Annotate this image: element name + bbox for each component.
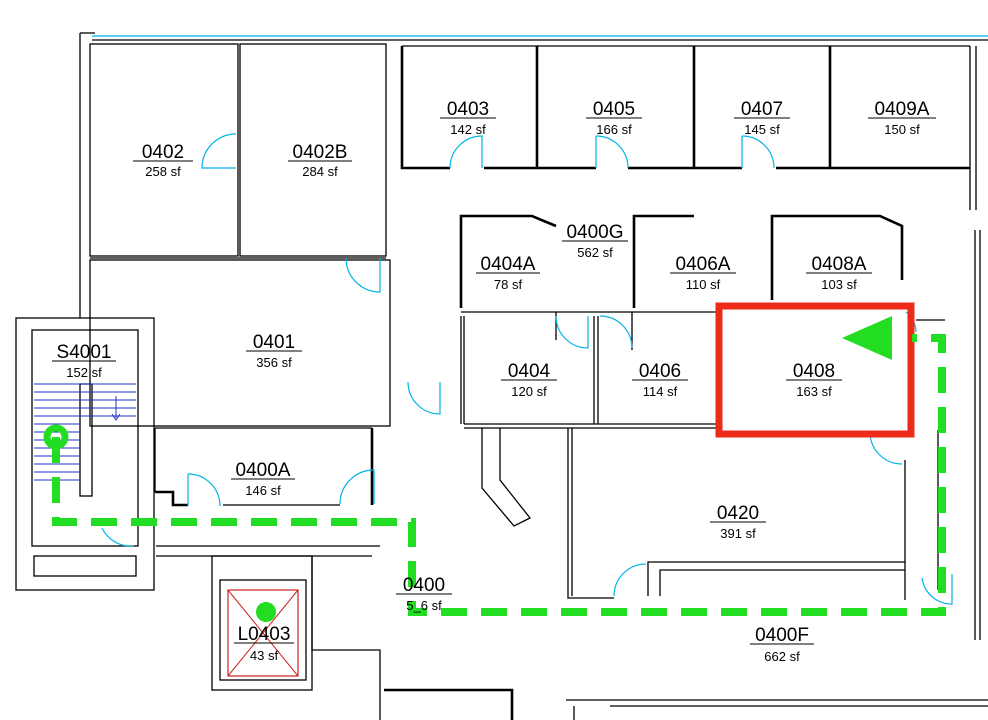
svg-text:78 sf: 78 sf [494, 277, 523, 292]
svg-text:146 sf: 146 sf [245, 483, 281, 498]
route-elevator-marker [256, 602, 276, 622]
middle-office-walls [459, 214, 904, 429]
svg-text:0408: 0408 [793, 361, 835, 382]
route-arrow-icon [842, 316, 892, 360]
corridor-walls [481, 230, 981, 640]
room-label-0403: 0403 142 sf [440, 99, 496, 137]
svg-text:284 sf: 284 sf [302, 164, 338, 179]
svg-text:152 sf: 152 sf [66, 365, 102, 380]
svg-text:0403: 0403 [447, 99, 489, 120]
svg-text:0400: 0400 [403, 575, 445, 596]
svg-text:163 sf: 163 sf [796, 384, 832, 399]
room-label-0406: 0406 114 sf [632, 361, 688, 399]
stair-s4001 [15, 317, 155, 591]
svg-text:0406: 0406 [639, 361, 681, 382]
route-path [43, 316, 946, 622]
svg-text:103 sf: 103 sf [821, 277, 857, 292]
svg-text:258 sf: 258 sf [145, 164, 181, 179]
room-label-0405: 0405 166 sf [586, 99, 642, 137]
room-label-0404: 0404 120 sf [501, 361, 557, 399]
svg-text:0401: 0401 [253, 332, 295, 353]
svg-text:5_6 sf: 5_6 sf [406, 598, 442, 613]
room-label-0402: 0402 258 sf [133, 142, 193, 179]
route-start-marker [43, 424, 69, 450]
svg-text:110 sf: 110 sf [686, 277, 721, 292]
building-walls [79, 32, 988, 507]
svg-text:145 sf: 145 sf [744, 122, 780, 137]
svg-text:0400A: 0400A [236, 460, 291, 481]
svg-text:662 sf: 662 sf [764, 649, 800, 664]
room-label-0401: 0401 356 sf [246, 332, 302, 370]
room-labels: 0402 258 sf 0402B 284 sf 0403 142 sf 040… [52, 99, 936, 664]
svg-text:0400F: 0400F [755, 625, 809, 646]
svg-text:0402B: 0402B [293, 142, 348, 163]
svg-text:0408A: 0408A [812, 254, 867, 275]
svg-text:0404: 0404 [508, 361, 551, 382]
room-label-0407: 0407 145 sf [734, 99, 790, 137]
svg-text:0405: 0405 [593, 99, 635, 120]
svg-text:L0403: L0403 [238, 624, 291, 645]
svg-text:166 sf: 166 sf [596, 122, 632, 137]
room-label-0409A: 0409A 150 sf [868, 99, 936, 137]
svg-text:0407: 0407 [741, 99, 783, 120]
room-label-0404A: 0404A 78 sf [476, 254, 540, 292]
room-label-0400: 0400 5_6 sf [396, 575, 452, 613]
room-label-0408: 0408 163 sf [786, 361, 842, 399]
room-label-S4001: S4001 152 sf [52, 342, 116, 380]
door-swings [101, 133, 953, 605]
svg-text:43 sf: 43 sf [250, 648, 279, 663]
room-label-0406A: 0406A 110 sf [670, 254, 736, 292]
elevator-l0403 [156, 545, 988, 720]
svg-text:0420: 0420 [717, 503, 759, 524]
room-label-0408A: 0408A 103 sf [806, 254, 872, 292]
highlight-box-0408 [715, 302, 915, 438]
room-label-0402B: 0402B 284 sf [288, 142, 352, 179]
svg-text:120 sf: 120 sf [511, 384, 547, 399]
svg-text:114 sf: 114 sf [643, 384, 678, 399]
svg-text:0402: 0402 [142, 142, 184, 163]
room-label-0420: 0420 391 sf [710, 503, 766, 541]
svg-text:0404A: 0404A [481, 254, 536, 275]
svg-text:142 sf: 142 sf [450, 122, 486, 137]
svg-text:0409A: 0409A [875, 99, 930, 120]
room-label-0400A: 0400A 146 sf [231, 460, 295, 498]
room-label-L0403: L0403 43 sf [234, 624, 294, 663]
svg-text:562 sf: 562 sf [577, 245, 613, 260]
svg-text:391 sf: 391 sf [720, 526, 756, 541]
top-office-walls [400, 45, 977, 210]
room-label-0400G: 0400G 562 sf [562, 222, 628, 260]
svg-text:150 sf: 150 sf [884, 122, 920, 137]
svg-text:356 sf: 356 sf [256, 355, 292, 370]
svg-text:0406A: 0406A [676, 254, 731, 275]
svg-text:0400G: 0400G [566, 222, 623, 243]
svg-text:S4001: S4001 [57, 342, 112, 363]
room-label-0400F: 0400F 662 sf [750, 625, 814, 664]
